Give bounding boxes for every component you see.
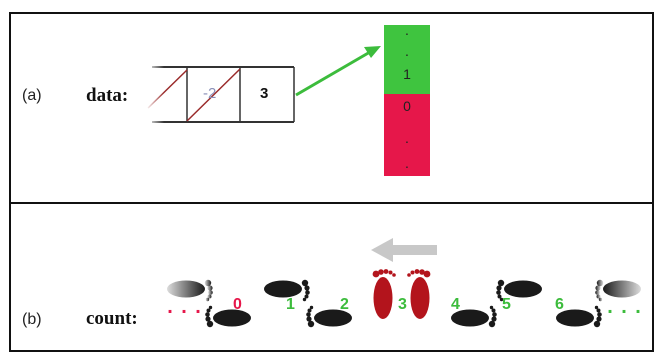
pointer-arrow bbox=[295, 46, 381, 97]
count-number: 5 bbox=[502, 296, 511, 313]
data-label: data: bbox=[86, 85, 129, 106]
right-ellipsis: ... bbox=[604, 297, 647, 320]
red-footprint-left bbox=[372, 269, 396, 319]
count-number: 6 bbox=[555, 296, 564, 313]
stack-label: . bbox=[405, 155, 409, 171]
stack-green-block bbox=[384, 25, 430, 94]
cell-value: 3 bbox=[260, 85, 269, 102]
count-number: 3 bbox=[398, 296, 407, 313]
cell-strike bbox=[186, 68, 241, 122]
stack-label: . bbox=[405, 43, 409, 59]
count-number: 2 bbox=[340, 296, 349, 313]
count-number: 4 bbox=[451, 296, 460, 313]
stack-red-block bbox=[384, 94, 430, 176]
stack-label: . bbox=[405, 22, 409, 38]
stack-label: 1 bbox=[403, 66, 411, 82]
count-number: 1 bbox=[286, 296, 295, 313]
count-label: count: bbox=[86, 308, 138, 329]
panel-divider bbox=[9, 202, 654, 204]
footprint bbox=[205, 305, 251, 328]
array-fade bbox=[146, 60, 164, 126]
value-stack bbox=[384, 25, 430, 176]
red-footprint-right bbox=[407, 269, 431, 319]
footprints bbox=[167, 269, 641, 328]
figure-frame bbox=[9, 12, 654, 352]
count-number: 0 bbox=[233, 296, 242, 313]
stack-label: 0 bbox=[403, 98, 411, 114]
panel-a-label: (a) bbox=[22, 87, 42, 104]
left-ellipsis: ... bbox=[164, 297, 207, 320]
direction-arrow bbox=[371, 238, 437, 262]
panel-b-label: (b) bbox=[22, 311, 42, 328]
stack-label: . bbox=[405, 130, 409, 146]
cell-value: -2 bbox=[203, 85, 217, 102]
data-array bbox=[146, 60, 295, 126]
